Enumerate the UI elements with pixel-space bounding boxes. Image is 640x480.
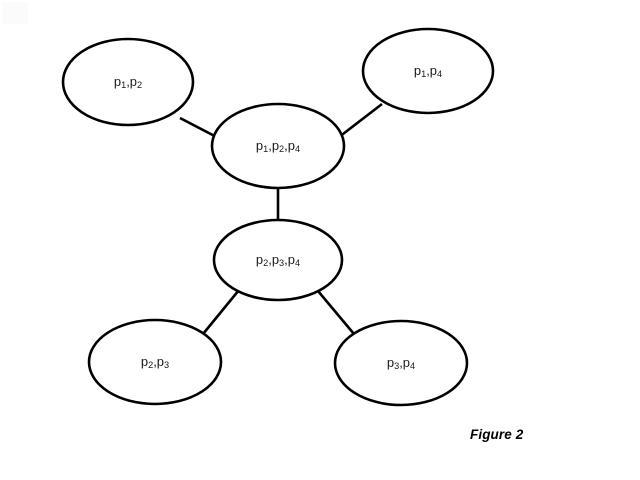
node-ellipse xyxy=(212,218,344,302)
node-label: p1,p2,p4 xyxy=(256,138,300,154)
node-ellipse xyxy=(333,319,469,407)
node-ellipse xyxy=(210,102,346,190)
node-label: p1,p4 xyxy=(414,63,442,79)
node-label: p2,p3 xyxy=(141,354,169,370)
tree-edge xyxy=(317,290,355,335)
node-layer: p1,p2 p1,p4 p1,p2,p4 p2,p3,p4 p2,p3 p3,p4 xyxy=(61,27,495,407)
node-ellipse xyxy=(361,27,495,115)
node-ellipse xyxy=(87,318,223,406)
node-label: p3,p4 xyxy=(387,355,415,371)
node-label: p1,p2 xyxy=(114,74,142,90)
figure-caption: Figure 2 xyxy=(470,427,524,442)
cluster-node[interactable]: p1,p2 xyxy=(61,37,195,127)
cluster-node[interactable]: p3,p4 xyxy=(333,319,469,407)
tree-edge xyxy=(201,289,241,335)
node-ellipse xyxy=(61,37,195,127)
cluster-node[interactable]: p1,p2,p4 xyxy=(210,102,346,190)
cluster-node[interactable]: p2,p3,p4 xyxy=(212,218,344,302)
cluster-node[interactable]: p1,p4 xyxy=(361,27,495,115)
corner-artifact xyxy=(2,2,28,24)
node-label: p2,p3,p4 xyxy=(256,252,300,268)
cluster-node[interactable]: p2,p3 xyxy=(87,318,223,406)
